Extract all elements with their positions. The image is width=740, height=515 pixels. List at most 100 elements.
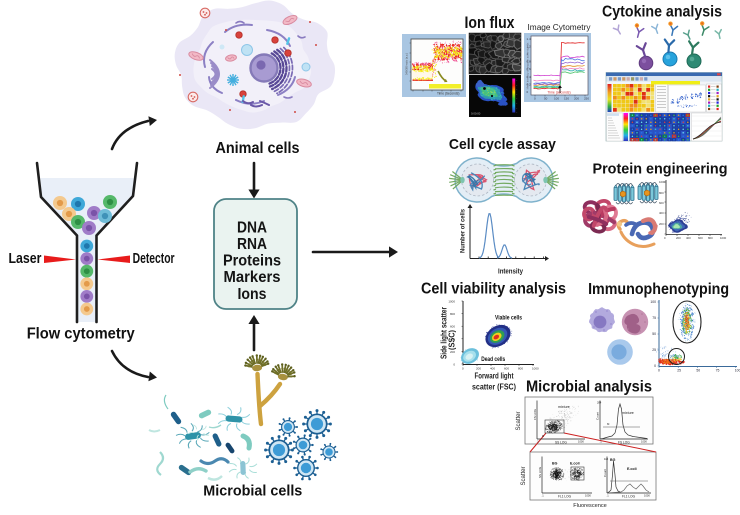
svg-text:Mean intensity of aequorin act: Mean intensity of aequorin active signal…: [526, 42, 530, 89]
svg-text:0: 0: [453, 363, 455, 367]
svg-text:DNA: DNA: [237, 219, 267, 236]
svg-text:200: 200: [450, 350, 455, 354]
svg-text:1000: 1000: [644, 494, 650, 498]
svg-text:50: 50: [696, 369, 700, 373]
svg-text:Protein engineering: Protein engineering: [593, 160, 728, 177]
svg-text:112: 112: [604, 457, 609, 461]
svg-text:–: –: [516, 79, 518, 82]
svg-text:Count: Count: [596, 412, 600, 420]
svg-text:Laser: Laser: [9, 250, 42, 267]
svg-text:1: 1: [527, 52, 529, 56]
svg-text:FS LOG: FS LOG: [618, 441, 630, 445]
svg-text:–: –: [516, 84, 518, 87]
svg-text:0: 0: [664, 236, 666, 240]
svg-text:50: 50: [652, 332, 656, 336]
svg-text:.1: .1: [607, 494, 610, 498]
svg-text:Fluorescence: Fluorescence: [573, 503, 607, 509]
svg-text:E.coli: E.coli: [627, 467, 637, 471]
svg-text:Cytokine analysis: Cytokine analysis: [602, 4, 722, 21]
svg-text:200: 200: [659, 222, 664, 226]
svg-text:600: 600: [504, 367, 509, 371]
svg-text:Number of cells: Number of cells: [460, 209, 467, 253]
svg-text:Ions: Ions: [238, 286, 267, 303]
svg-text:75: 75: [716, 369, 720, 373]
svg-text:1000: 1000: [720, 236, 727, 240]
svg-text:800: 800: [708, 236, 713, 240]
svg-text:800: 800: [518, 367, 523, 371]
svg-text:400: 400: [450, 337, 455, 341]
svg-text:E.coli: E.coli: [570, 462, 580, 466]
svg-text:Side light scatter: Side light scatter: [440, 307, 449, 359]
svg-text:Cell cycle assay: Cell cycle assay: [449, 136, 557, 153]
svg-text:BG: BG: [552, 462, 558, 466]
svg-text:.1: .1: [537, 440, 540, 444]
svg-text:Forward light: Forward light: [475, 372, 514, 381]
svg-text:mixture: mixture: [558, 405, 570, 409]
svg-text:–: –: [516, 93, 518, 96]
svg-text:–: –: [516, 107, 518, 110]
svg-text:25: 25: [677, 369, 681, 373]
svg-text:0:00:00: 0:00:00: [471, 112, 481, 116]
svg-text:FS LOG: FS LOG: [533, 408, 537, 420]
svg-text:FL1 LOG: FL1 LOG: [558, 495, 572, 499]
svg-text:100: 100: [554, 97, 559, 101]
svg-text:mixture: mixture: [622, 411, 634, 415]
svg-text:25: 25: [652, 348, 656, 352]
svg-text:Microbial cells: Microbial cells: [203, 483, 302, 500]
svg-text:1000: 1000: [448, 300, 455, 304]
svg-text:0.6: 0.6: [527, 67, 532, 71]
svg-text:Time (seconds): Time (seconds): [547, 91, 570, 95]
svg-text:Animal cells: Animal cells: [216, 140, 300, 157]
svg-text:Detector: Detector: [133, 250, 175, 267]
svg-text:200: 200: [476, 367, 481, 371]
svg-text:800: 800: [659, 191, 664, 195]
svg-text:800: 800: [450, 312, 455, 316]
svg-text:Count: Count: [603, 469, 607, 477]
svg-text:0: 0: [654, 364, 656, 368]
svg-text:FL1 LOG: FL1 LOG: [622, 495, 636, 499]
svg-text:340/380 ratio (a.u.): 340/380 ratio (a.u.): [405, 53, 409, 75]
svg-text:1.2: 1.2: [527, 44, 532, 48]
svg-text:–: –: [516, 88, 518, 91]
svg-text:150: 150: [564, 97, 569, 101]
svg-text:.1: .1: [600, 440, 603, 444]
svg-text:SS LOG: SS LOG: [538, 466, 542, 478]
svg-text:0: 0: [534, 97, 536, 101]
svg-text:1.4: 1.4: [527, 37, 532, 41]
svg-text:Intensity: Intensity: [498, 268, 523, 275]
svg-text:Immunophenotyping: Immunophenotyping: [588, 281, 729, 298]
svg-text:R: R: [542, 434, 545, 438]
svg-text:600: 600: [450, 325, 455, 329]
svg-text:–: –: [516, 102, 518, 105]
svg-text:100: 100: [650, 300, 656, 304]
svg-text:400: 400: [490, 367, 495, 371]
svg-text:Cell viability analysis: Cell viability analysis: [421, 281, 566, 298]
svg-text:1000: 1000: [578, 440, 584, 444]
svg-text:0.8: 0.8: [527, 60, 532, 64]
svg-text:0.4: 0.4: [527, 75, 532, 79]
svg-text:0: 0: [527, 90, 529, 94]
svg-text:0.2: 0.2: [527, 82, 532, 86]
svg-text:0: 0: [658, 369, 660, 373]
svg-text:Ion flux: Ion flux: [465, 13, 515, 32]
svg-text:Microbial analysis: Microbial analysis: [526, 378, 652, 395]
svg-text:Scatter: Scatter: [521, 466, 527, 485]
svg-text:SS LOG: SS LOG: [555, 441, 567, 445]
svg-text:1000: 1000: [532, 367, 539, 371]
svg-text:200: 200: [676, 236, 681, 240]
svg-text:250: 250: [584, 97, 589, 101]
svg-text:Dead cells: Dead cells: [481, 357, 506, 363]
svg-text:1000: 1000: [659, 180, 666, 184]
svg-text:RNA: RNA: [237, 236, 267, 253]
svg-text:75: 75: [652, 316, 656, 320]
svg-text:200: 200: [574, 97, 579, 101]
svg-text:Proteins: Proteins: [223, 253, 281, 270]
svg-text:600: 600: [698, 236, 703, 240]
svg-text:400: 400: [659, 211, 664, 215]
svg-text:scatter (FSC): scatter (FSC): [472, 383, 516, 392]
svg-text:284: 284: [597, 401, 602, 405]
svg-text:Scatter: Scatter: [516, 411, 522, 430]
svg-text:Time (Seconds): Time (Seconds): [437, 92, 459, 96]
svg-text:50: 50: [544, 97, 548, 101]
svg-text:Flow cytometry: Flow cytometry: [27, 326, 135, 343]
